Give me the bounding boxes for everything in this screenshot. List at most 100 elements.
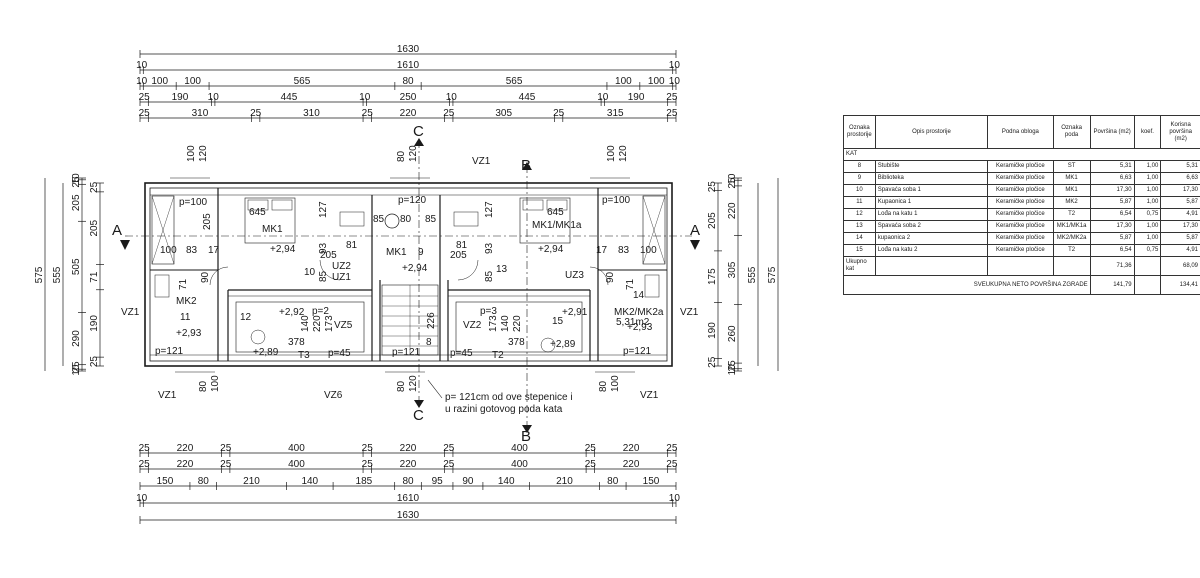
room-number-14: 14 xyxy=(633,290,645,301)
subtotal-empty-3 xyxy=(1052,256,1091,276)
label-area: 5,31m2 xyxy=(616,317,650,328)
level-294-left: +2,94 xyxy=(270,244,296,255)
level-293-right: +2,93 xyxy=(627,322,653,333)
inner-dim-17-right: 17 xyxy=(596,245,608,256)
header-povrsina: Površina (m2) xyxy=(1089,115,1135,149)
dim-right-a-3: 305 xyxy=(727,261,738,278)
dim-bottom-r1-6: 25 xyxy=(443,443,455,454)
parapet-121-center: p=121 xyxy=(392,347,421,358)
table-cell: 5,87 xyxy=(1089,232,1135,245)
inner-dim-127-left: 127 xyxy=(318,201,329,218)
table-cell: 17,30 xyxy=(1089,220,1135,233)
room-number-13: 13 xyxy=(496,264,508,275)
dim-bottom-r3-1: 80 xyxy=(198,476,210,487)
dim-bottom-r3-4: 185 xyxy=(356,476,373,487)
dim-bottom-r3-6: 95 xyxy=(432,476,444,487)
label-vz5: VZ5 xyxy=(334,320,353,331)
dim-top-r5-8: 25 xyxy=(553,108,565,119)
label-vz1-left: VZ1 xyxy=(121,307,140,318)
table-cell: 10 xyxy=(843,184,876,197)
inner-dim-81-right: 81 xyxy=(456,240,468,251)
table-cell: 6,54 xyxy=(1089,244,1135,257)
dim-bottom-r3-9: 210 xyxy=(556,476,573,487)
label-t3: T3 xyxy=(298,350,310,361)
dim-bottom-r2-9: 220 xyxy=(623,459,640,470)
total-empty xyxy=(1133,275,1162,295)
table-cell: 5,87 xyxy=(1089,196,1135,209)
dim-top-r3-7: 100 xyxy=(648,76,665,87)
header-koef: koef. xyxy=(1133,115,1162,149)
window-dim-120-tr: 120 xyxy=(618,145,629,162)
window-dim-80-bl: 80 xyxy=(198,380,209,392)
level-289-left: +2,89 xyxy=(253,347,279,358)
table-cell: Keramičke pločice xyxy=(987,244,1054,257)
dim-top-r5-6: 25 xyxy=(443,108,455,119)
room-number-15: 15 xyxy=(552,316,564,327)
table-subtotal-row: Ukupno kat 71,36 68,09 xyxy=(843,256,1200,276)
table-cell: Keramičke pločice xyxy=(987,160,1054,173)
inner-dim-85-left: 85 xyxy=(373,214,385,225)
table-cell: 6,54 xyxy=(1089,208,1135,221)
label-mk2a: MK2/MK2a xyxy=(614,307,664,318)
level-289-right: +2,89 xyxy=(550,339,576,350)
table-cell: Keramičke pločice xyxy=(987,232,1054,245)
header-oznaka-poda: Oznaka poda xyxy=(1052,115,1091,149)
dim-top-r4-2: 10 xyxy=(208,92,220,103)
table-cell: Keramičke pločice xyxy=(987,184,1054,197)
subtotal-empty-2 xyxy=(987,256,1054,276)
label-mk1a: MK1/MK1a xyxy=(532,220,582,231)
stair-note-line-1: p= 121cm od ove stepenice i xyxy=(445,392,573,403)
window-dim-120-tl: 120 xyxy=(198,145,209,162)
dim-bottom-r1-7: 400 xyxy=(511,443,528,454)
dim-left-a-5: 25 xyxy=(71,361,82,373)
dim-bottom-r1-1: 220 xyxy=(177,443,194,454)
dim-top-r5-1: 310 xyxy=(192,108,209,119)
table-cell: T2 xyxy=(1052,244,1091,257)
dim-bottom-r1-10: 25 xyxy=(666,443,678,454)
dim-bottom-r1-8: 25 xyxy=(585,443,597,454)
inner-dim-173-right: 173 xyxy=(488,315,499,332)
header-korisna-povrsina: Korisna površina (m2) xyxy=(1160,115,1200,149)
dim-top-r5-3: 310 xyxy=(303,108,320,119)
table-cell: 0,75 xyxy=(1133,244,1162,257)
inner-dim-90-right: 90 xyxy=(605,271,616,283)
dim-bottom-r2-8: 25 xyxy=(585,459,597,470)
table-cell: 4,91 xyxy=(1160,208,1200,221)
dim-top-r5-9: 315 xyxy=(607,108,624,119)
dim-right-b-3: 190 xyxy=(707,322,718,339)
dim-bottom-r3-3: 140 xyxy=(301,476,318,487)
inner-dim-71-left: 71 xyxy=(178,278,189,290)
dimension-lines xyxy=(44,50,779,524)
label-mk1-center: MK1 xyxy=(386,247,407,258)
total-area: 141,79 xyxy=(1089,275,1135,295)
section-mark-a-left: A xyxy=(112,222,122,239)
level-294-center: +2,94 xyxy=(402,263,428,274)
label-mk1: MK1 xyxy=(262,224,283,235)
section-mark-c-top: C xyxy=(413,123,424,140)
window-dim-100-bl: 100 xyxy=(210,375,221,392)
stair-note-leader xyxy=(427,379,443,399)
dim-left-b-0: 25 xyxy=(89,181,100,193)
table-cell: MK1/MK1a xyxy=(1052,220,1091,233)
dim-bottom-r2-2: 25 xyxy=(220,459,232,470)
dim-top-r2-2: 10 xyxy=(669,60,681,71)
inner-dim-226: 226 xyxy=(426,312,437,329)
subtotal-empty-4 xyxy=(1133,256,1162,276)
inner-dim-90-left: 90 xyxy=(200,271,211,283)
dim-top-r2-0: 10 xyxy=(136,60,148,71)
inner-dim-85-rot-right: 85 xyxy=(484,270,495,282)
parapet-121-left: p=121 xyxy=(155,346,184,357)
section-mark-b-top: B xyxy=(521,157,531,174)
dim-bottom-r2-1: 220 xyxy=(177,459,194,470)
inner-dim-645-left: 645 xyxy=(249,207,266,218)
dim-bottom-r1-3: 400 xyxy=(288,443,305,454)
dim-bottom-r3-11: 150 xyxy=(643,476,660,487)
table-cell: 15 xyxy=(843,244,876,257)
